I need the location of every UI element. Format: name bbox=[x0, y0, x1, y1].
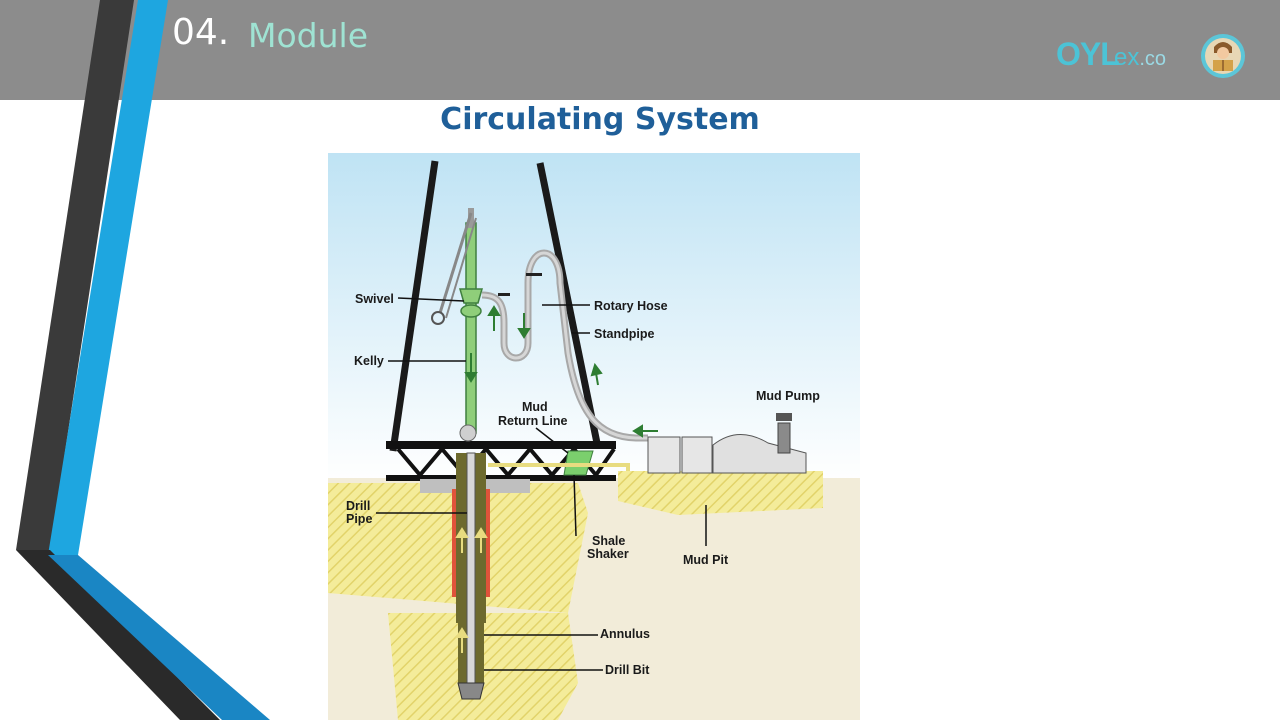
module-label: Module bbox=[248, 16, 368, 55]
label-shale-shaker-1: Shale bbox=[592, 534, 625, 548]
label-mud-return-line-1: Mud bbox=[522, 400, 548, 414]
module-number: 04. bbox=[172, 12, 230, 53]
label-standpipe: Standpipe bbox=[594, 327, 654, 341]
drill-pipe bbox=[466, 452, 476, 684]
drill-bit bbox=[457, 682, 485, 700]
label-mud-return-line-2: Return Line bbox=[498, 414, 567, 428]
kelly bbox=[465, 222, 477, 434]
header-bar bbox=[0, 0, 1280, 100]
slide-title: Circulating System bbox=[440, 102, 760, 137]
flow-arrows bbox=[464, 305, 658, 438]
logo-co-text: .co bbox=[1139, 48, 1167, 70]
rig-floor bbox=[386, 441, 616, 449]
circulating-system-diagram: Swivel Kelly Rotary Hose Standpipe Mud R… bbox=[328, 153, 860, 720]
label-swivel: Swivel bbox=[355, 292, 394, 306]
label-kelly: Kelly bbox=[354, 354, 384, 368]
label-drill-pipe-1: Drill bbox=[346, 499, 370, 513]
label-annulus: Annulus bbox=[600, 627, 650, 641]
label-mud-pump: Mud Pump bbox=[756, 389, 820, 403]
label-drill-bit: Drill Bit bbox=[605, 663, 650, 677]
swivel bbox=[459, 288, 483, 304]
label-drill-pipe-2: Pipe bbox=[346, 512, 372, 526]
label-shale-shaker-2: Shaker bbox=[587, 547, 629, 561]
label-rotary-hose: Rotary Hose bbox=[594, 299, 668, 313]
mud-pump bbox=[712, 434, 807, 474]
label-mud-pit: Mud Pit bbox=[683, 553, 729, 567]
mud-pit-area bbox=[618, 471, 823, 515]
reader-avatar-icon bbox=[1201, 34, 1245, 78]
logo-main-text: OYL bbox=[1056, 36, 1120, 72]
logo-sub-text: ex.co bbox=[1114, 44, 1167, 71]
